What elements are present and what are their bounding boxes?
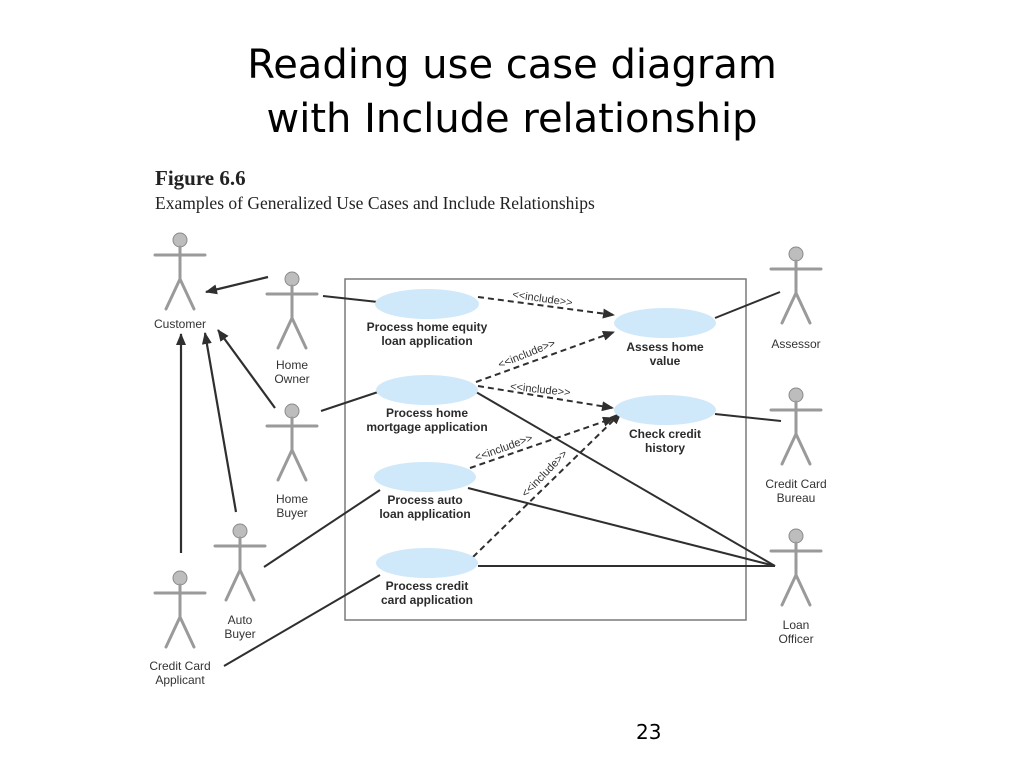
use-case-label: card application [381,593,473,607]
actor-label: Applicant [155,673,205,687]
actor-head [284,403,300,419]
association-lines [223,291,782,667]
actor-label: Buyer [276,506,307,520]
use-case-ellipse [614,308,716,338]
generalization-arrow [201,332,238,513]
actor-stick-figure [153,245,207,311]
slide-title-line-1: Reading use case diagram [247,42,777,88]
use-case-ellipse [614,395,716,425]
include-arrow [472,412,622,558]
actor-label: Credit Card [765,477,826,491]
actor-label: Assessor [771,337,820,351]
use-case-label: mortgage application [366,420,487,434]
actor-stick-figure [213,536,267,602]
include-label: <<include>> [473,432,534,464]
use-case-label: Process home equity [367,320,488,334]
actor-label: Loan [783,618,810,632]
generalization-arrow [217,329,276,409]
generalization-arrows [176,275,276,553]
actor-stick-figure [265,416,319,482]
use-case-label: history [645,441,685,455]
actor-head [172,232,188,248]
association-line [320,391,379,412]
actor-label: Home [276,358,308,372]
figure-label: Figure 6.6 [155,166,246,190]
figure-caption: Examples of Generalized Use Cases and In… [155,193,595,213]
include-relationships: <<include>><<include>><<include>><<inclu… [469,289,622,558]
use-case-label: Process home [386,406,468,420]
actor-head [284,271,300,287]
actor-label: Buyer [224,627,255,641]
use-case-label: Check credit [629,427,701,441]
use-case-label: Assess home [626,340,704,354]
actor-label: Auto [228,613,253,627]
include-arrow [477,296,615,319]
slide-title-line-2: with Include relationship [266,96,758,142]
actor-stick-figure [769,400,823,466]
actor-stick-figure [769,541,823,607]
actor-label: Home [276,492,308,506]
actor-label: Customer [154,317,206,331]
include-label: <<include>> [497,337,558,371]
include-arrow [469,416,615,469]
actor-head [788,387,804,403]
actor-customer: Customer [153,232,207,331]
slide-title: Reading use case diagram with Include re… [0,38,1024,146]
use-case-label: loan application [381,334,472,348]
actor-stick-figure [153,583,207,649]
association-line [263,489,381,568]
association-line [714,413,782,422]
actors: CustomerHomeOwnerHomeBuyerAutoBuyerCredi… [149,232,827,687]
actor-head [232,523,248,539]
use-case-label: Process credit [386,579,469,593]
include-label: <<include>> [519,448,570,500]
include-arrow [477,385,614,412]
use-case-label: value [650,354,681,368]
system-boundary [344,278,747,621]
include-arrow [475,331,615,383]
use-case-ellipse [376,375,478,405]
use-case-label: Process auto [387,493,462,507]
actor-stick-figure [265,284,319,350]
actor-label: Officer [778,632,813,646]
actor-head [172,570,188,586]
actor-head [788,246,804,262]
generalization-arrow [205,275,269,295]
actor-label: Bureau [777,491,816,505]
actor-assessor: Assessor [769,246,823,351]
association-line [714,291,781,319]
use-case-ellipse [375,289,479,319]
use-case-ellipse [376,548,478,578]
association-line [475,391,776,567]
association-line [322,295,379,303]
actor-label: Owner [274,372,309,386]
association-line [223,574,381,667]
use-case-label: loan application [379,507,470,521]
page-number: 23 [636,720,662,744]
actor-label: Credit Card [149,659,210,673]
use-case-ellipse [374,462,476,492]
association-line [467,487,776,567]
actor-stick-figure [769,259,823,325]
actor-head [788,528,804,544]
